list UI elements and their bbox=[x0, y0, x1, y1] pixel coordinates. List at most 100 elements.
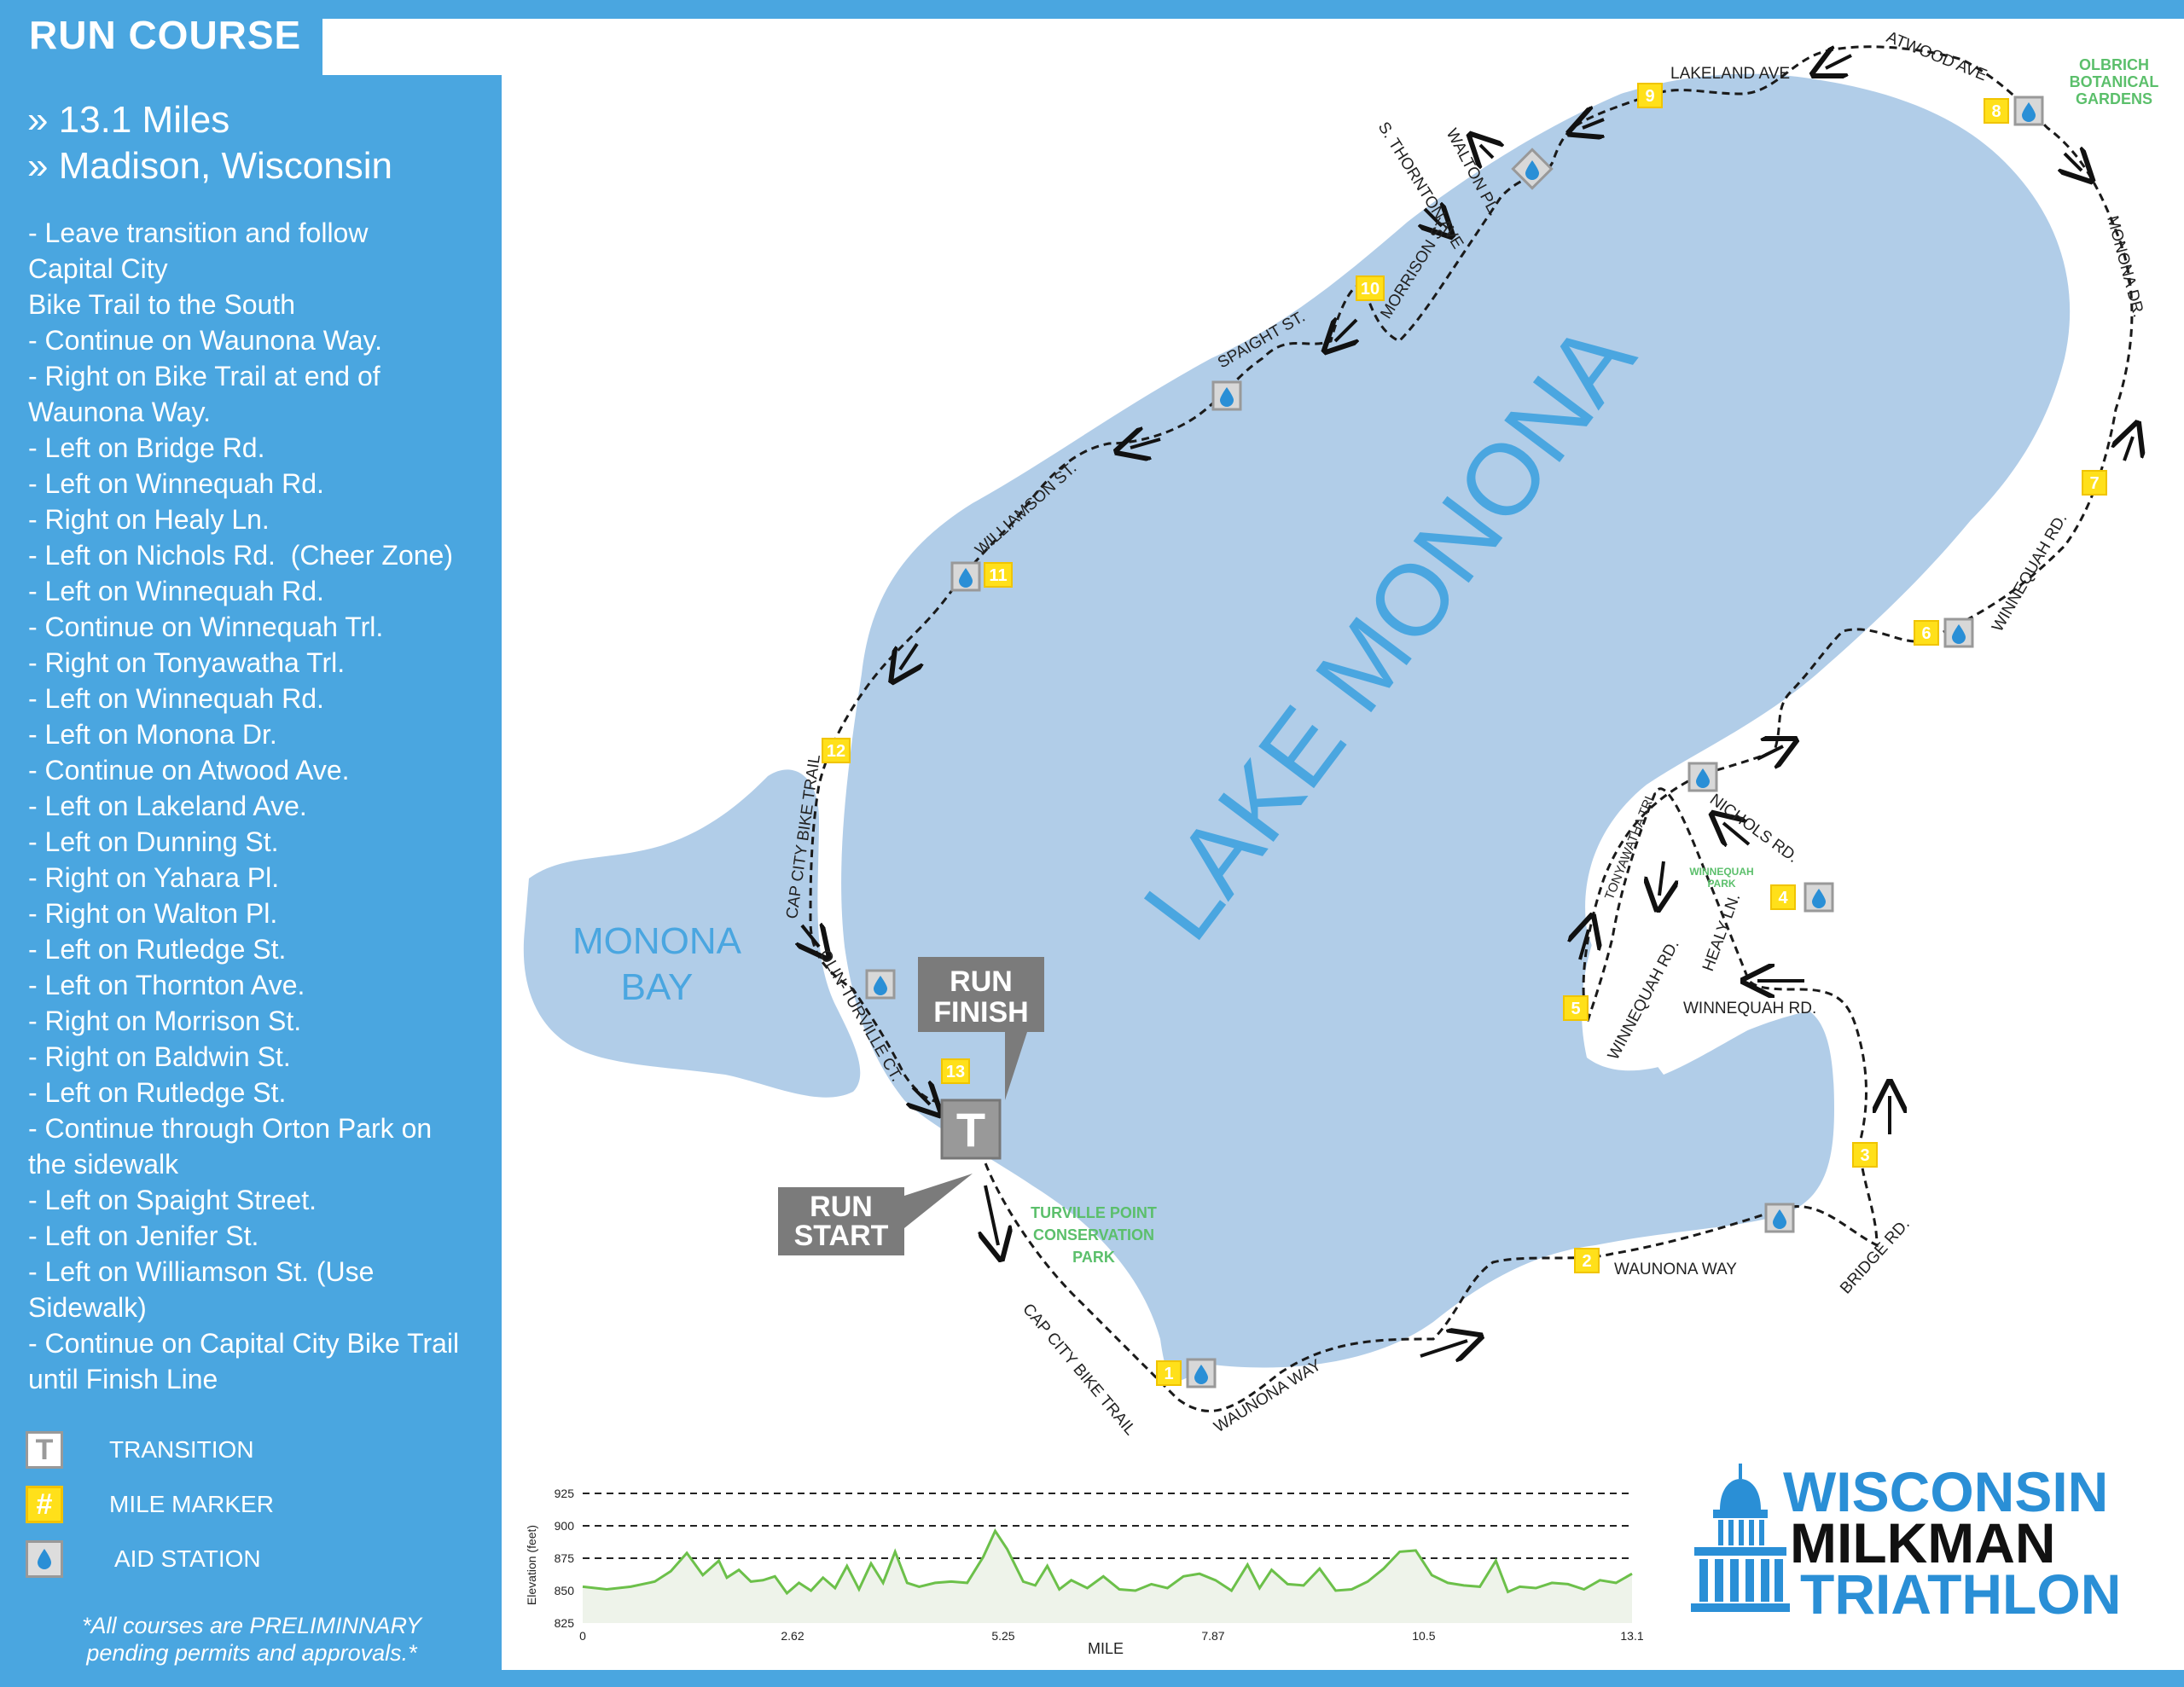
svg-text:11: 11 bbox=[989, 566, 1007, 585]
capitol-icon bbox=[1691, 1464, 1790, 1612]
wisconsin-milkman-logo: WISCONSIN MILKMAN TRIATHLON bbox=[1691, 1460, 2121, 1626]
bay-label: MONONA bbox=[572, 920, 742, 962]
mile-marker-icon: 10 bbox=[1356, 275, 1385, 301]
water-drop-icon bbox=[1211, 380, 1242, 411]
y-tick-labels: 925 900 875 850 825 bbox=[555, 1487, 575, 1630]
park-label: WINNEQUAH bbox=[1689, 866, 1753, 878]
park-label: GARDENS bbox=[2076, 90, 2152, 107]
x-tick-label: 7.87 bbox=[1201, 1629, 1224, 1643]
water-drop-icon bbox=[1511, 148, 1554, 190]
direction-step: - Right on Morrison St. bbox=[28, 1006, 302, 1036]
arrow-icon bbox=[1480, 145, 1493, 158]
arrow-icon bbox=[1583, 119, 1604, 128]
direction-step: - Continue on Capital City Bike Trail un… bbox=[28, 1328, 460, 1394]
svg-text:12: 12 bbox=[827, 742, 845, 761]
legend-label: AID STATION bbox=[114, 1545, 261, 1572]
header-tab: RUN COURSE bbox=[0, 0, 322, 75]
mile-marker-icon: 7 bbox=[2082, 470, 2107, 496]
mile-marker-icon: 4 bbox=[1770, 884, 1796, 910]
street-label: BRIDGE RD. bbox=[1837, 1215, 1914, 1297]
page-title: RUN COURSE bbox=[29, 13, 302, 57]
transition-icon: T bbox=[26, 1431, 63, 1469]
direction-step: - Right on Yahara Pl. bbox=[28, 862, 280, 893]
street-label: MONONA DR. bbox=[2103, 214, 2147, 320]
arrow-icon bbox=[1757, 746, 1783, 759]
x-tick-label: 0 bbox=[579, 1629, 586, 1643]
direction-step: - Leave transition and follow Capital Ci… bbox=[28, 217, 369, 320]
mile-marker-icon: 2 bbox=[1574, 1248, 1600, 1273]
arrow-icon bbox=[1420, 1341, 1467, 1356]
svg-text:START: START bbox=[794, 1220, 889, 1252]
svg-text:7: 7 bbox=[2089, 474, 2099, 493]
svg-text:FINISH: FINISH bbox=[933, 996, 1028, 1029]
direction-step: - Left on Bridge Rd. bbox=[28, 432, 265, 463]
mile-marker-icon: 9 bbox=[1637, 83, 1663, 108]
svg-text:3: 3 bbox=[1860, 1146, 1869, 1165]
svg-text:1: 1 bbox=[1164, 1365, 1173, 1383]
y-tick-label: 825 bbox=[555, 1616, 575, 1630]
arrow-icon bbox=[2124, 437, 2133, 461]
svg-text:10: 10 bbox=[1361, 280, 1380, 299]
direction-step: - Continue on Winnequah Trl. bbox=[28, 612, 384, 642]
arrow-icon bbox=[1659, 861, 1664, 896]
directions-list: - Leave transition and follow Capital Ci… bbox=[28, 215, 489, 1397]
svg-text:13: 13 bbox=[946, 1063, 965, 1081]
direction-step: - Left on Dunning St. bbox=[28, 826, 279, 857]
svg-text:8: 8 bbox=[1991, 102, 2001, 121]
arrow-icon bbox=[802, 925, 819, 947]
street-label: ATWOOD AVE bbox=[1884, 28, 1989, 84]
x-tick-label: 13.1 bbox=[1620, 1629, 1643, 1643]
legend-mile-marker: # MILE MARKER bbox=[26, 1482, 274, 1527]
direction-step: - Left on Nichols Rd. (Cheer Zone) bbox=[28, 540, 453, 571]
x-tick-label: 5.25 bbox=[991, 1629, 1014, 1643]
legend-label: TRANSITION bbox=[109, 1436, 254, 1463]
street-label: CAP CITY BIKE TRAIL bbox=[1019, 1301, 1139, 1439]
water-drop-icon bbox=[1764, 1203, 1795, 1233]
chart-grid bbox=[583, 1493, 1632, 1559]
mile-marker-icon: 13 bbox=[941, 1058, 970, 1084]
park-label: BOTANICAL bbox=[2070, 73, 2159, 90]
direction-step: - Right on Bike Trail at end of Waunona … bbox=[28, 361, 380, 427]
arrow-icon bbox=[1425, 209, 1442, 226]
y-tick-label: 925 bbox=[555, 1487, 575, 1500]
svg-text:5: 5 bbox=[1571, 1000, 1580, 1018]
direction-step: - Continue on Waunona Way. bbox=[28, 325, 383, 356]
water-drop-icon bbox=[950, 561, 981, 592]
direction-step: - Left on Rutledge St. bbox=[28, 934, 287, 965]
arrow-icon bbox=[1130, 439, 1161, 448]
street-label: WAUNONA WAY bbox=[1211, 1356, 1325, 1436]
water-drop-icon bbox=[1687, 762, 1718, 792]
park-label: PARK bbox=[1072, 1249, 1115, 1266]
direction-step: - Left on Winnequah Rd. bbox=[28, 683, 324, 714]
arrow-icon bbox=[1826, 55, 1852, 68]
direction-step: - Left on Winnequah Rd. bbox=[28, 468, 324, 499]
park-label: CONSERVATION bbox=[1033, 1226, 1154, 1244]
direction-step: - Right on Walton Pl. bbox=[28, 898, 278, 929]
svg-text:RUN: RUN bbox=[950, 965, 1013, 998]
street-label: WINNEQUAH RD. bbox=[1683, 1000, 1816, 1017]
mile-marker-icon: 11 bbox=[984, 562, 1013, 588]
arrow-icon bbox=[1580, 930, 1589, 960]
water-drop-icon bbox=[1943, 617, 1974, 648]
direction-step: - Right on Tonyawatha Trl. bbox=[28, 647, 346, 678]
arrow-icon bbox=[2065, 154, 2082, 171]
mile-marker-icon: 6 bbox=[1914, 620, 1939, 646]
direction-step: - Right on Baldwin St. bbox=[28, 1041, 291, 1072]
direction-step: - Left on Williamson St. (Use Sidewalk) bbox=[28, 1256, 375, 1323]
y-tick-label: 900 bbox=[555, 1519, 575, 1533]
x-axis-label: MILE bbox=[1088, 1640, 1124, 1657]
course-location: » Madison, Wisconsin bbox=[27, 145, 392, 187]
x-tick-label: 10.5 bbox=[1412, 1629, 1435, 1643]
elevation-line bbox=[582, 1528, 1633, 1596]
water-drop-icon bbox=[1804, 882, 1834, 913]
header-strip bbox=[322, 19, 2184, 75]
y-tick-label: 850 bbox=[555, 1584, 575, 1597]
svg-text:4: 4 bbox=[1778, 889, 1788, 907]
direction-step: - Continue on Atwood Ave. bbox=[28, 755, 350, 786]
direction-step: - Continue through Orton Park on the sid… bbox=[28, 1113, 433, 1180]
arrow-icon bbox=[985, 1185, 998, 1245]
y-tick-label: 875 bbox=[555, 1551, 575, 1565]
